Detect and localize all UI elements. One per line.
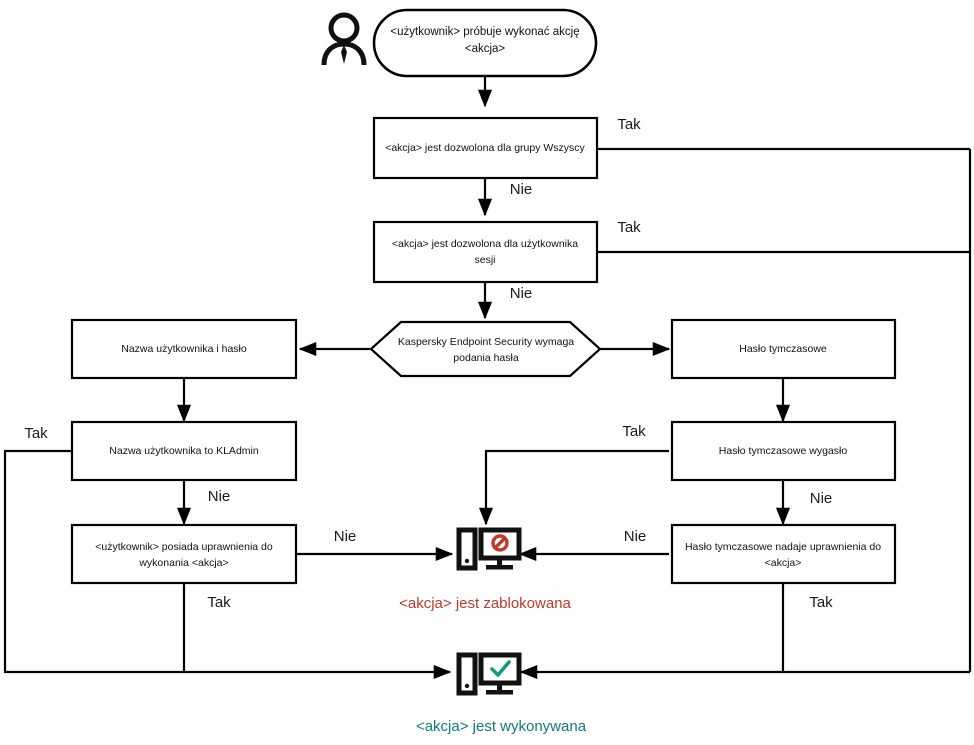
node-temporary-password-expired[interactable]: Hasło tymczasowe wygasło — [670, 420, 897, 482]
node-user-has-permission-line2: wykonania <akcja> — [138, 557, 228, 569]
person-icon — [321, 12, 367, 66]
edge-label-kladmin-no: Nie — [208, 488, 231, 505]
node-temporary-password[interactable]: Hasło tymczasowe — [670, 318, 897, 380]
node-allowed-for-session-user-line1: <akcja> jest dozwolona dla użytkownika — [392, 238, 578, 250]
node-start-line1: <użytkownik> próbuje wykonać akcję — [390, 26, 579, 38]
node-temporary-password-line1: Hasło tymczasowe — [739, 343, 827, 355]
node-allowed-for-everyone-line1: <akcja> jest dozwolona dla grupy Wszyscy — [385, 142, 585, 154]
edge-label-grants-yes: Tak — [809, 594, 833, 611]
computer-allowed-icon — [456, 652, 522, 696]
node-username-and-password[interactable]: Nazwa użytkownika i hasło — [70, 318, 298, 380]
node-allowed-for-session-user-line2: sesji — [474, 254, 495, 266]
node-kes-requires-password[interactable]: Kaspersky Endpoint Security wymaga podan… — [369, 320, 602, 378]
node-kes-requires-password-line2: podania hasła — [453, 352, 519, 364]
node-temporary-password-expired-line1: Hasło tymczasowe wygasło — [719, 445, 848, 457]
edge-label-permission-yes: Tak — [207, 594, 231, 611]
node-username-is-kladmin-line1: Nazwa użytkownika to KLAdmin — [109, 445, 259, 457]
node-kes-requires-password-line1: Kaspersky Endpoint Security wymaga — [398, 336, 574, 348]
node-username-is-kladmin[interactable]: Nazwa użytkownika to KLAdmin — [70, 420, 298, 482]
edge-label-everyone-no: Nie — [510, 181, 533, 198]
edge-label-session-yes: Tak — [617, 219, 641, 236]
node-start[interactable]: <użytkownik> próbuje wykonać akcję <akcj… — [372, 8, 598, 78]
node-allowed-for-session-user[interactable]: <akcja> jest dozwolona dla użytkownika s… — [372, 220, 599, 284]
edge-label-expired-yes: Tak — [622, 423, 646, 440]
node-allowed-for-everyone[interactable]: <akcja> jest dozwolona dla grupy Wszyscy — [372, 116, 599, 180]
edge-label-permission-no: Nie — [334, 528, 357, 545]
edge-kladmin-yes — [3, 449, 452, 680]
edge-label-everyone-yes: Tak — [617, 116, 641, 133]
edge-expired-yes — [478, 449, 669, 526]
allowed-outcome-label: <akcja> jest wykonywana — [416, 718, 587, 735]
node-user-has-permission[interactable]: <użytkownik> posiada uprawnienia do wyko… — [70, 523, 298, 585]
edge-label-grants-no: Nie — [624, 528, 647, 545]
edge-label-kladmin-yes: Tak — [24, 425, 48, 442]
edge-label-session-no: Nie — [510, 285, 533, 302]
node-temporary-password-grants-line2: <akcja> — [765, 557, 802, 569]
edge-label-expired-no: Nie — [810, 490, 833, 507]
node-start-line2: <akcja> — [465, 43, 506, 55]
computer-blocked-icon — [456, 527, 522, 571]
node-temporary-password-grants-line1: Hasło tymczasowe nadaje uprawnienia do — [685, 541, 881, 553]
node-username-and-password-line1: Nazwa użytkownika i hasło — [121, 343, 247, 355]
blocked-outcome-label: <akcja> jest zablokowana — [399, 595, 571, 612]
node-temporary-password-grants[interactable]: Hasło tymczasowe nadaje uprawnienia do <… — [670, 523, 897, 585]
node-user-has-permission-line1: <użytkownik> posiada uprawnienia do — [95, 541, 273, 553]
